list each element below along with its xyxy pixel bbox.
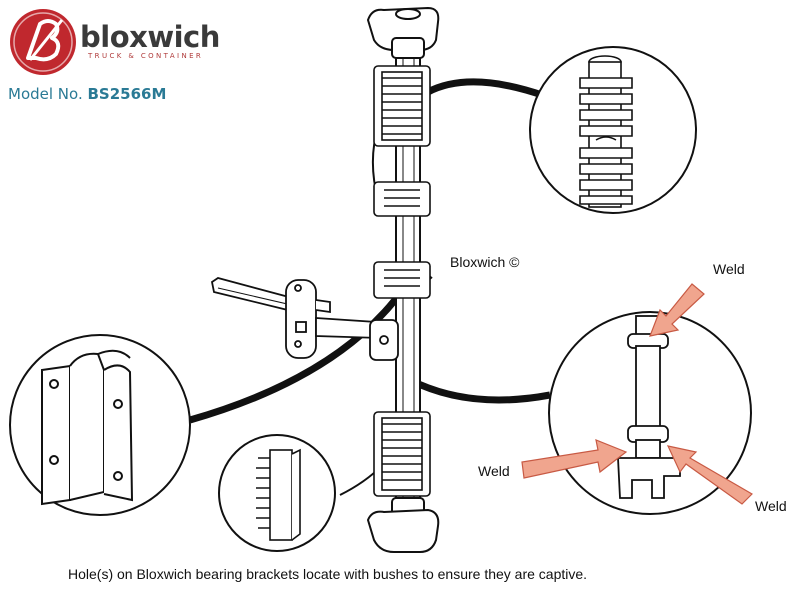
lock-handle — [210, 277, 399, 361]
top-cam-keeper — [366, 6, 440, 59]
bloxwich-logo — [10, 9, 76, 75]
copyright-label: Bloxwich © — [450, 254, 520, 270]
middle-bracket-upper — [373, 181, 431, 217]
detail-bracket-holes — [9, 334, 191, 516]
model-line: Model No. BS2566M — [8, 85, 166, 103]
model-label: Model No. — [8, 85, 83, 103]
detail-bracket-closeup — [529, 46, 697, 214]
detail-ribbed-side — [218, 434, 336, 552]
weld-arrows — [521, 283, 753, 505]
bottom-bearing-bracket — [373, 411, 431, 497]
bottom-cam-keeper — [366, 497, 440, 553]
diagram-caption: Hole(s) on Bloxwich bearing brackets loc… — [68, 566, 588, 582]
connector-lines — [189, 78, 551, 424]
weld-label-left: Weld — [478, 463, 510, 479]
weld-label-top: Weld — [713, 261, 745, 277]
model-number: BS2566M — [87, 85, 167, 103]
top-bearing-bracket — [373, 65, 431, 147]
brand-name: bloxwich — [80, 20, 220, 54]
weld-label-right: Weld — [755, 498, 787, 514]
weld-arrow-top — [649, 283, 705, 337]
brand-tagline: TRUCK & CONTAINER — [88, 52, 204, 60]
weld-arrow-left — [521, 439, 628, 479]
weld-arrow-right — [666, 445, 753, 505]
middle-bracket-lower — [373, 261, 431, 299]
